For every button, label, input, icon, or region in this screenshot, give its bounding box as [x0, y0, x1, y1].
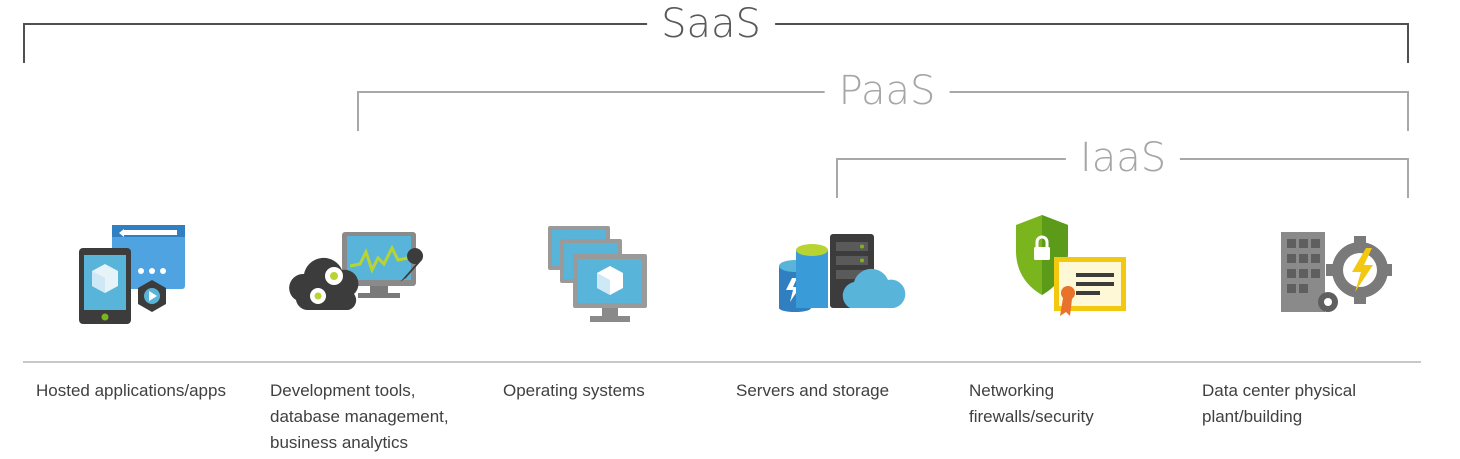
mobile-web-apps-icon	[79, 225, 185, 324]
iaas-bracket	[836, 158, 1409, 198]
caption-line: Data center physical	[1202, 381, 1357, 400]
caption-line: Servers and storage	[736, 381, 890, 400]
caption-line: Operating systems	[503, 381, 645, 400]
shield-certificate-icon	[1016, 215, 1126, 316]
caption-hosted-apps: Hosted applications/apps	[36, 378, 256, 404]
caption-development-tools: Development tools, database management, …	[270, 378, 490, 456]
caption-networking: Networking firewalls/security	[969, 378, 1189, 430]
caption-data-center: Data center physical plant/building	[1202, 378, 1422, 430]
dev-tools-monitor-icon	[289, 232, 424, 311]
caption-line: database management,	[270, 407, 449, 426]
saas-label: SaaS	[647, 4, 775, 44]
caption-operating-systems: Operating systems	[503, 378, 723, 404]
caption-line: Hosted applications/apps	[36, 381, 226, 400]
virtual-machines-icon	[548, 226, 647, 322]
caption-servers-storage: Servers and storage	[736, 378, 956, 404]
iaas-label: IaaS	[1065, 138, 1181, 178]
caption-line: firewalls/security	[969, 407, 1094, 426]
caption-line: business analytics	[270, 433, 408, 452]
caption-line: Development tools,	[270, 381, 416, 400]
caption-line: Networking	[969, 381, 1055, 400]
divider-line	[23, 361, 1421, 363]
paas-label: PaaS	[824, 71, 950, 111]
server-storage-icon	[779, 234, 906, 312]
caption-line: plant/building	[1202, 407, 1303, 426]
datacenter-building-icon	[1281, 232, 1392, 312]
